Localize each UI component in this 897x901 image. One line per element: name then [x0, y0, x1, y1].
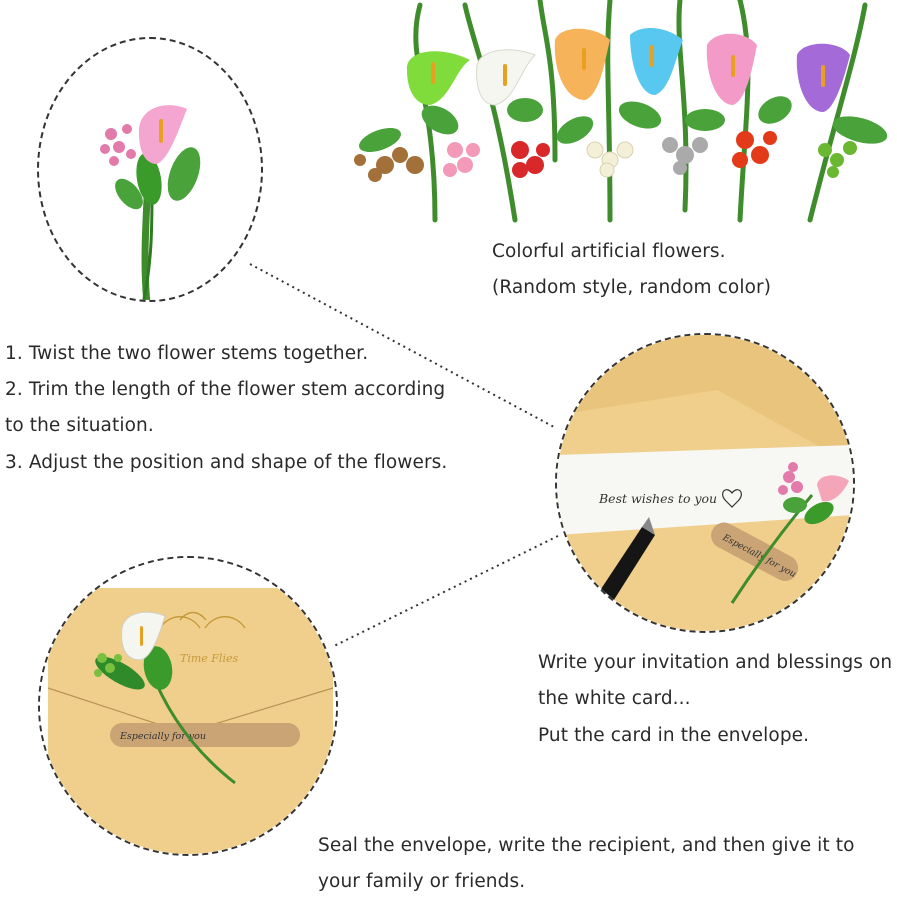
flower-row-photo: [345, 0, 897, 228]
seal-caption-line2: your family or friends.: [318, 871, 526, 892]
twisted-flower-circle: [37, 37, 263, 302]
card-caption-line2: the white card...: [538, 688, 691, 709]
card-caption-line1: Write your invitation and blessings on: [538, 652, 893, 673]
step-2-text-line2: to the situation.: [5, 415, 154, 436]
envelope-circle: Time Flies Especially for you: [38, 556, 338, 856]
card-circle: Best wishes to you Especially for you: [555, 333, 855, 633]
flowers-caption-line1: Colorful artificial flowers.: [492, 241, 726, 262]
card-caption-line3: Put the card in the envelope.: [538, 725, 810, 746]
heart-icon: [722, 489, 742, 508]
envelope-sticker-text: Especially for you: [119, 731, 206, 742]
connector-line-bottom: [333, 535, 559, 647]
step-1-text: 1. Twist the two flower stems together.: [5, 343, 369, 364]
card-wish-text: Best wishes to you: [598, 491, 717, 506]
flowers-caption-line2: (Random style, random color): [492, 277, 772, 298]
step-2-text-line1: 2. Trim the length of the flower stem ac…: [5, 379, 446, 400]
seal-caption-line1: Seal the envelope, write the recipient, …: [318, 835, 855, 856]
step-3-text: 3. Adjust the position and shape of the …: [5, 452, 448, 473]
envelope-emblem-text: Time Flies: [180, 652, 238, 665]
